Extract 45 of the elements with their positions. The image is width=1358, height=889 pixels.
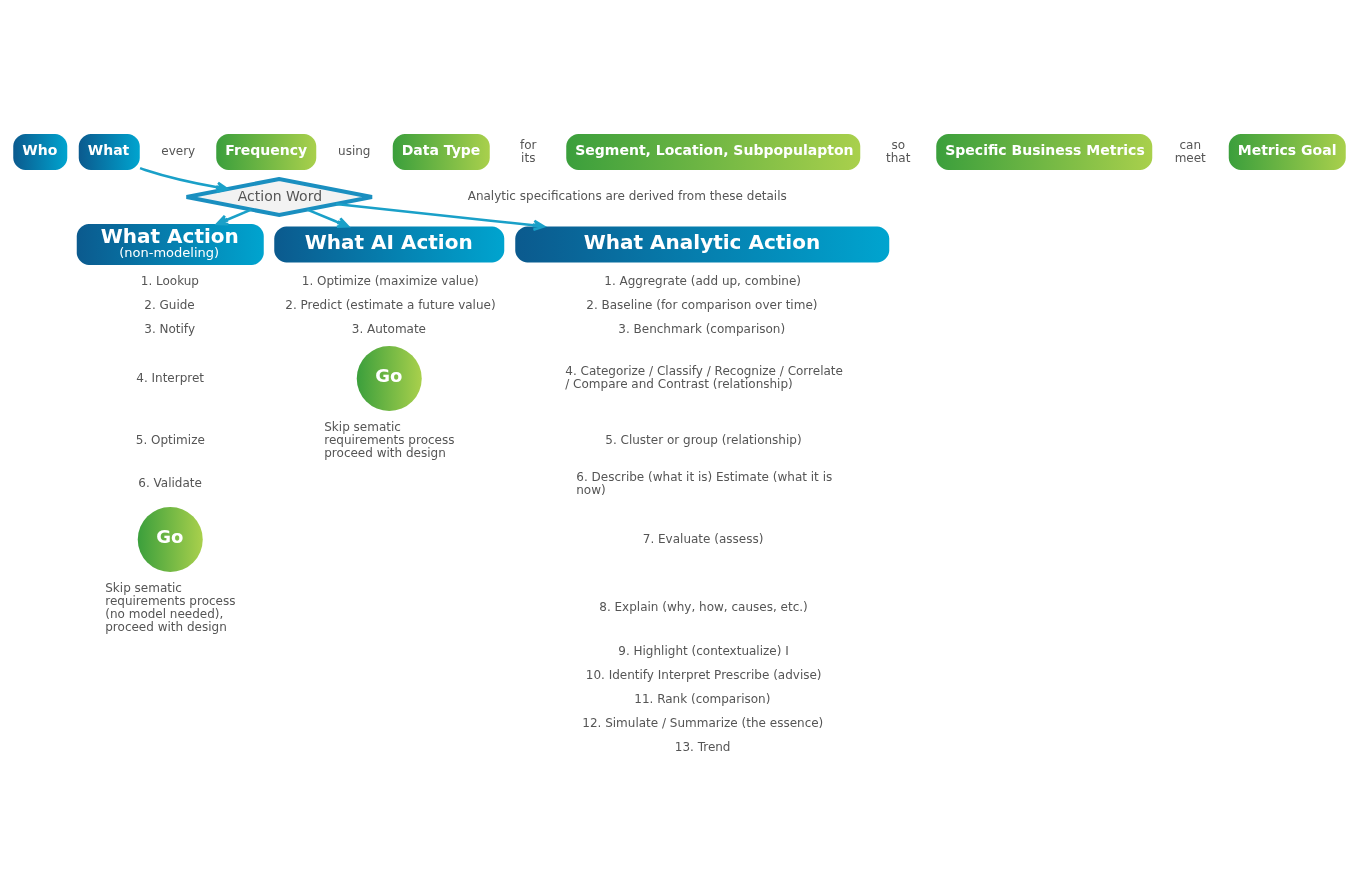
arrow [335, 202, 545, 232]
label: 9. Highlight (contextualize) I [617, 643, 789, 658]
node-box: Metrics Goal [1228, 134, 1346, 170]
label: 12. Simulate / Summarize (the essence) [581, 715, 823, 730]
node-circle: Go [356, 346, 422, 411]
label: 6. Describe (what it is) Estimate (what it is now) [575, 469, 832, 497]
label: 1. Aggregrate (add up, combine) [603, 273, 801, 288]
label: 5. Optimize [135, 432, 205, 447]
label: 13. Trend [674, 739, 730, 754]
arrow [215, 208, 252, 226]
label: 7. Evaluate (assess) [642, 531, 763, 546]
label: 4. Interpret [135, 370, 204, 385]
node-box: What [78, 134, 140, 170]
label: every [160, 144, 195, 159]
label: using [337, 144, 370, 159]
label: 4. Categorize / Classify / Recognize / Correlate / Compare and Contrast (relationship) [564, 364, 843, 392]
label: 10. Identify Interpret Prescribe (advise) [585, 667, 822, 682]
node-box: What Action (non-modeling) [76, 224, 264, 265]
label: 2. Predict (estimate a future value) [284, 297, 496, 312]
node-box: Segment, Location, Subpopulapton [565, 134, 860, 170]
label: 1. Optimize (maximize value) [301, 273, 479, 288]
label: Skip sematic requirements process (no model needed), proceed with design [104, 580, 235, 634]
node-box: What AI Action [273, 226, 504, 263]
node-box: Frequency [215, 134, 316, 170]
label: 2. Guide [143, 297, 195, 312]
arrow [139, 167, 228, 193]
label: so that [885, 137, 910, 165]
label: 5. Cluster or group (relationship) [604, 432, 802, 447]
label: 2. Baseline (for comparison over time) [585, 297, 817, 312]
node-circle: Go [137, 507, 203, 572]
label: 11. Rank (comparison) [633, 691, 770, 706]
label: 3. Benchmark (comparison) [617, 321, 785, 336]
node-box: Specific Business Metrics [935, 134, 1152, 170]
node-diamond: Action Word [184, 176, 374, 218]
node-box: What Analytic Action [514, 226, 889, 263]
label: can meet [1174, 137, 1206, 165]
node-box: Who [12, 134, 67, 170]
label: 6. Validate [137, 476, 202, 491]
label: for its [519, 137, 536, 165]
node-box: Data Type [392, 134, 490, 170]
arrow [306, 208, 349, 228]
label: 8. Explain (why, how, causes, etc.) [598, 600, 808, 615]
label: 3. Notify [143, 321, 195, 336]
label: 3. Automate [351, 321, 426, 336]
label: Analytic specifications are derived from these details [467, 189, 787, 204]
